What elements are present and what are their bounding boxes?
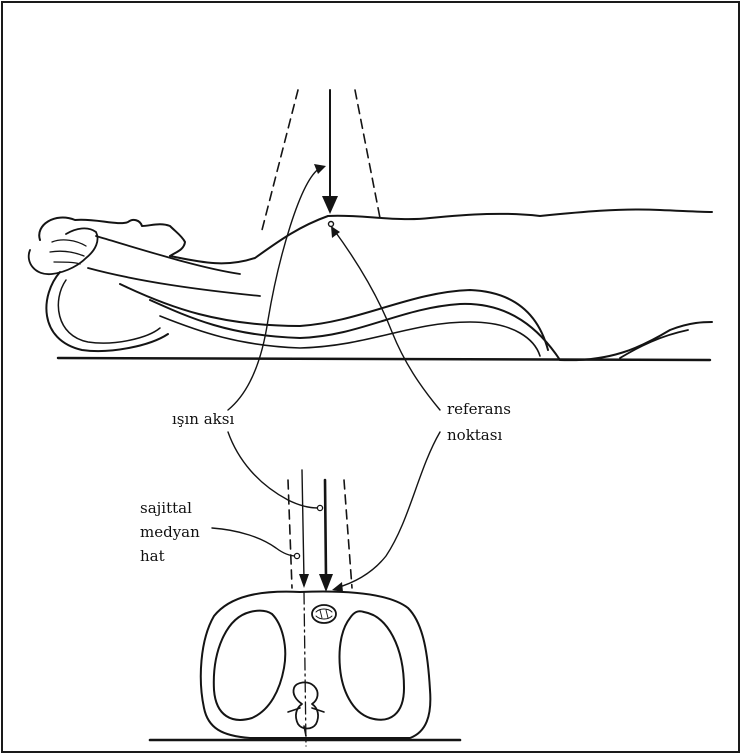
- label-sagittal-line3: hat: [140, 547, 165, 565]
- label-sagittal-line1: sajittal: [140, 499, 192, 517]
- axial-beam-axis-thick: [325, 480, 326, 578]
- axial-mediastinum-organ: [312, 605, 336, 623]
- leader-sagittal-dot: [294, 553, 299, 558]
- label-reference-point-line1: referans: [447, 400, 511, 418]
- label-beam-axis: ışın aksı: [172, 410, 234, 428]
- reference-point-marker: [329, 222, 334, 227]
- label-reference-point-line2: noktası: [447, 426, 502, 444]
- leader-beam-axis-bottom-dot: [317, 505, 322, 510]
- label-sagittal-line2: medyan: [140, 523, 200, 541]
